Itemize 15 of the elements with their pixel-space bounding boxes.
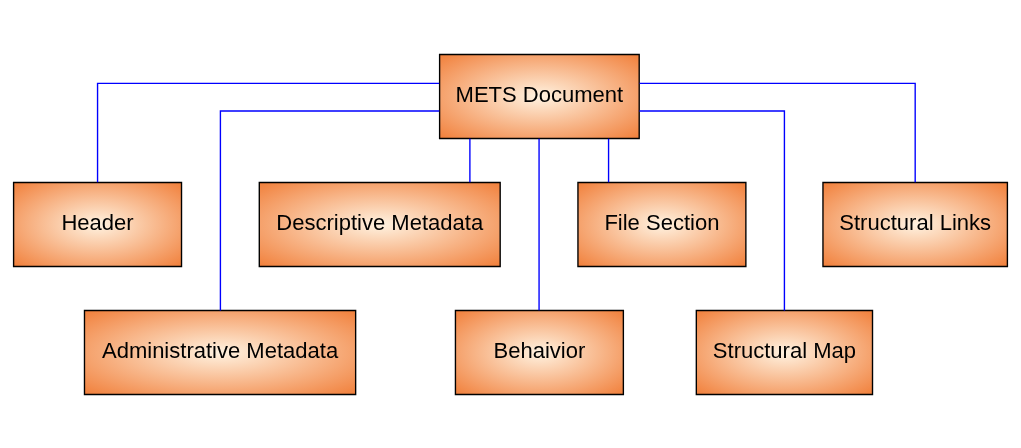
connector: [219, 109, 441, 311]
node-box: Administrative Metadata: [83, 309, 357, 395]
connector: [607, 137, 610, 183]
node-box: Descriptive Metadata: [258, 181, 501, 267]
node-box: Behaivior: [454, 309, 625, 395]
node-box: Header: [12, 181, 183, 267]
connector: [96, 82, 440, 183]
node-box: File Section: [577, 181, 747, 267]
node-box: METS Document: [438, 53, 640, 139]
connector: [538, 137, 540, 311]
connector: [469, 137, 471, 183]
connector: [638, 109, 786, 311]
node-box: Structural Links: [822, 181, 1009, 267]
connector: [638, 82, 916, 183]
node-box: Structural Map: [695, 309, 874, 395]
